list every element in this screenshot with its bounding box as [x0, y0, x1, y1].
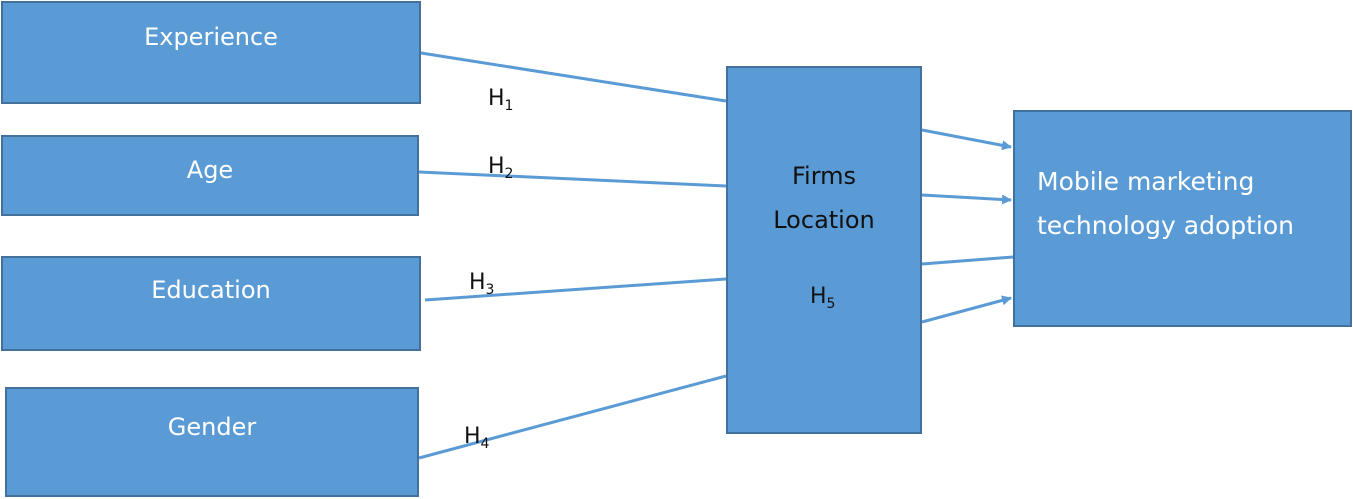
hypothesis-h5-label: H5: [810, 284, 836, 312]
education-label: Education: [151, 276, 271, 304]
gender-box: Gender: [5, 387, 419, 497]
link-age-firms: [418, 170, 727, 188]
firms-label-line2: Location: [773, 206, 875, 234]
mobile-label-line1: Mobile marketing: [1037, 167, 1255, 196]
hypothesis-h3-label: H3: [469, 270, 495, 298]
experience-box: Experience: [1, 1, 421, 104]
link-firms-mobile-3: [921, 255, 1014, 266]
hypothesis-h2-label: H2: [488, 154, 514, 182]
arrow-firms-mobile-2: [921, 193, 1012, 205]
firms-label-line1: Firms: [791, 162, 857, 190]
hypothesis-h4-label: H4: [464, 424, 490, 452]
experience-label: Experience: [144, 23, 278, 51]
mobile-label-line2: technology adoption: [1037, 211, 1295, 240]
mobile-adoption-box: Mobile marketing technology adoption: [1013, 110, 1352, 327]
education-box: Education: [1, 256, 421, 351]
arrow-firms-mobile-1: [921, 128, 1012, 151]
gender-label: Gender: [167, 413, 257, 441]
arrow-firms-mobile-4: [921, 295, 1012, 324]
hypothesis-h1-label: H1: [488, 86, 514, 114]
firms-location-box: Firms Location: [726, 66, 922, 434]
link-gender-firms: [418, 374, 727, 460]
link-experience-firms: [420, 51, 727, 103]
age-label: Age: [186, 156, 234, 184]
age-box: Age: [1, 135, 419, 216]
link-education-firms: [424, 277, 727, 302]
